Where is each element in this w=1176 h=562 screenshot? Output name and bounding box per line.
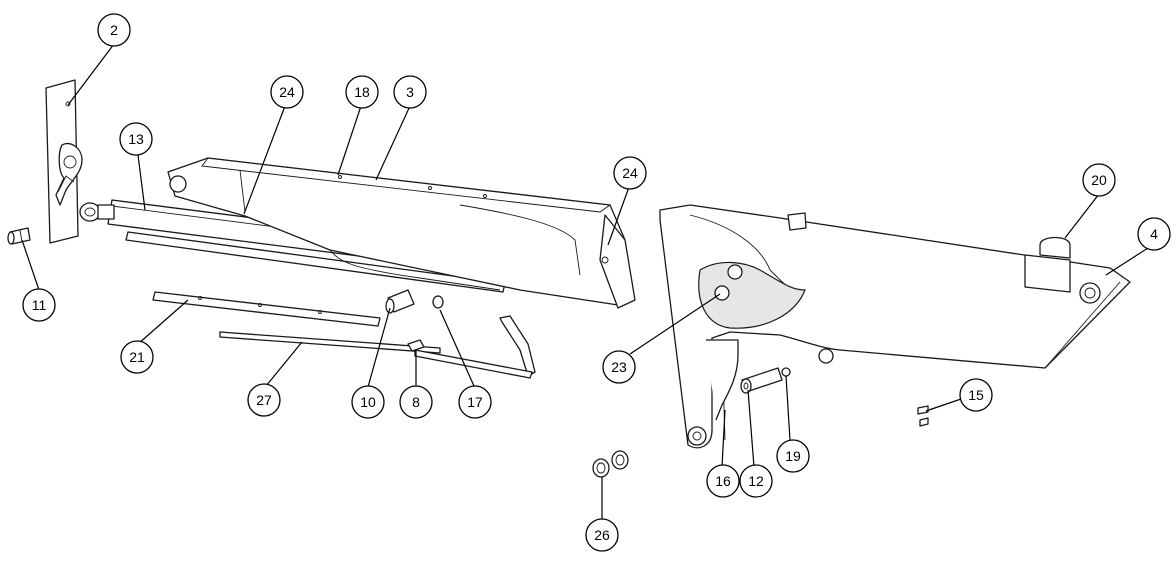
callout-number: 24 xyxy=(279,84,295,100)
part-bolt-15 xyxy=(917,405,929,427)
callout-number: 19 xyxy=(785,448,801,464)
callout-c8: 8 xyxy=(399,385,433,419)
callout-circle xyxy=(22,288,56,322)
callout-number: 18 xyxy=(354,84,370,100)
callout-number: 24 xyxy=(622,165,638,181)
callout-circle xyxy=(1137,217,1171,251)
callout-c12: 12 xyxy=(739,464,773,498)
callout-circle xyxy=(120,340,154,374)
callout-c4: 4 xyxy=(1137,217,1171,251)
callout-circle xyxy=(458,385,492,419)
part-mounting-plate xyxy=(45,79,83,244)
callout-number: 17 xyxy=(467,394,483,410)
callout-number: 16 xyxy=(715,473,731,489)
callout-number: 10 xyxy=(360,394,376,410)
callout-circle xyxy=(602,350,636,384)
callout-c24a: 24 xyxy=(270,75,304,109)
callout-layer: 2 24 18 3 13 24 20 4 11 21 23 27 10 8 17 15 19 16 12 26 xyxy=(22,13,1171,552)
callout-c18: 18 xyxy=(345,75,379,109)
callout-circle xyxy=(247,383,281,417)
callout-c11: 11 xyxy=(22,288,56,322)
part-bushings-26 xyxy=(592,450,629,478)
callout-c21: 21 xyxy=(120,340,154,374)
part-pin-12 xyxy=(740,367,783,394)
callout-number: 23 xyxy=(611,359,627,375)
part-ring-17 xyxy=(432,295,444,309)
part-bent-rod xyxy=(414,315,536,379)
callout-circle xyxy=(97,13,131,47)
callout-circle xyxy=(345,75,379,109)
callout-number: 27 xyxy=(256,392,272,408)
callout-c16: 16 xyxy=(706,464,740,498)
callout-c24b: 24 xyxy=(613,156,647,190)
callout-number: 12 xyxy=(748,473,764,489)
callout-c20: 20 xyxy=(1082,163,1116,197)
callout-circle xyxy=(959,378,993,412)
callout-circle xyxy=(706,464,740,498)
callout-circle xyxy=(119,122,153,156)
part-pin-10 xyxy=(385,289,415,314)
callout-c15: 15 xyxy=(959,378,993,412)
callout-number: 26 xyxy=(594,527,610,543)
callout-circle xyxy=(399,385,433,419)
callout-circle xyxy=(585,518,619,552)
callout-c27: 27 xyxy=(247,383,281,417)
callout-circle xyxy=(393,75,427,109)
part-bar-27 xyxy=(219,331,441,354)
callout-number: 2 xyxy=(110,22,118,38)
callout-c19: 19 xyxy=(776,439,810,473)
callout-number: 20 xyxy=(1091,172,1107,188)
leader-lines xyxy=(21,43,1149,520)
part-nut-19 xyxy=(781,367,791,377)
callout-circle xyxy=(351,385,385,419)
callout-c3: 3 xyxy=(393,75,427,109)
part-lower-frame xyxy=(659,204,1131,449)
callout-circle xyxy=(613,156,647,190)
callout-c26: 26 xyxy=(585,518,619,552)
callout-number: 15 xyxy=(968,387,984,403)
callout-circle xyxy=(1082,163,1116,197)
part-boom-arm xyxy=(167,157,636,309)
callout-number: 11 xyxy=(32,297,47,313)
part-strip-21 xyxy=(152,291,381,327)
callout-number: 3 xyxy=(406,84,414,100)
callout-circle xyxy=(776,439,810,473)
callout-c13: 13 xyxy=(119,122,153,156)
part-clip-8 xyxy=(407,339,425,352)
callout-c23: 23 xyxy=(602,350,636,384)
callout-circle xyxy=(739,464,773,498)
callout-c2: 2 xyxy=(97,13,131,47)
callout-number: 8 xyxy=(412,394,420,410)
part-pin xyxy=(7,227,31,245)
callout-number: 13 xyxy=(128,131,144,147)
callout-circle xyxy=(270,75,304,109)
callout-number: 4 xyxy=(1150,226,1158,242)
callout-c10: 10 xyxy=(351,385,385,419)
callout-c17: 17 xyxy=(458,385,492,419)
callout-number: 21 xyxy=(129,349,145,365)
